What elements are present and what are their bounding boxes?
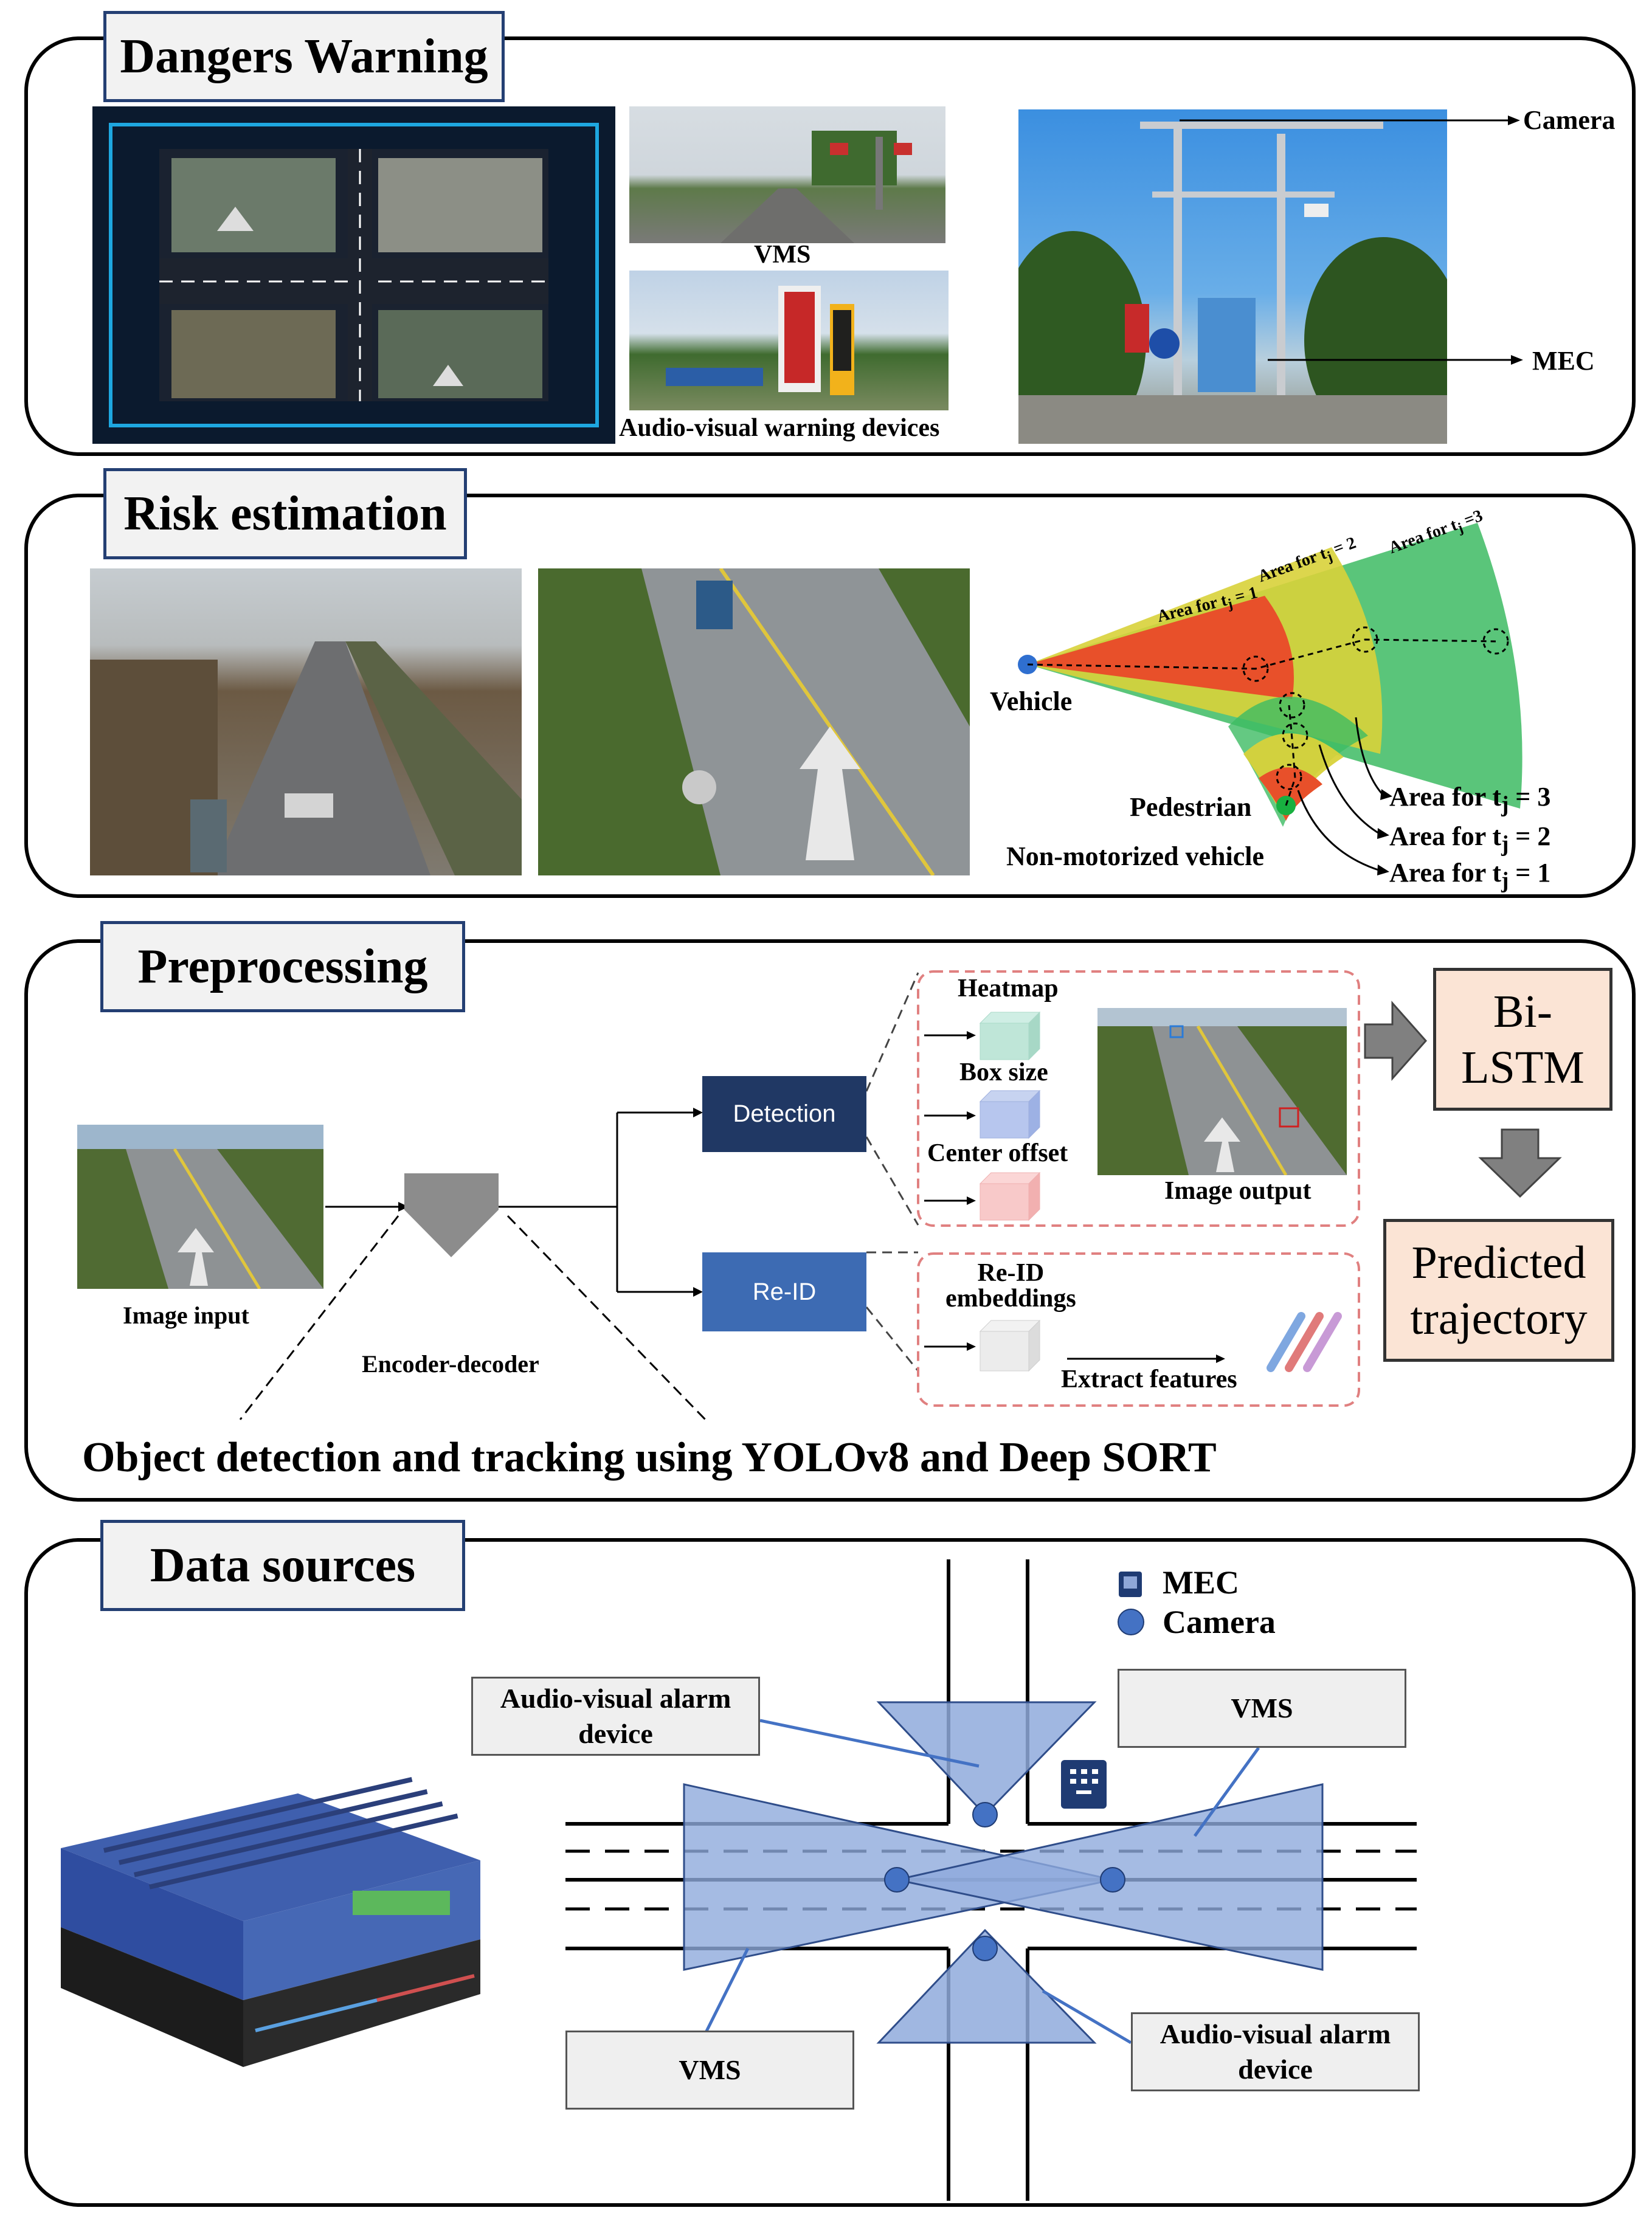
image-input-photo bbox=[77, 1125, 323, 1289]
area-t1-label: Area for tj = 1 bbox=[1389, 858, 1551, 892]
preprocessing-title: Preprocessing bbox=[100, 921, 465, 1012]
area-t2-label: Area for tj = 2 bbox=[1389, 821, 1551, 856]
vms-top-callout: VMS bbox=[1118, 1669, 1406, 1748]
center-offset-label: Center offset bbox=[927, 1139, 1068, 1167]
roadside-photo-drawing bbox=[641, 568, 970, 875]
pole-photo-drawing bbox=[1018, 122, 1447, 444]
monitoring-dashboard-image bbox=[92, 106, 615, 444]
legend-camera-label: Camera bbox=[1163, 1604, 1276, 1640]
mec-label: MEC bbox=[1532, 346, 1595, 376]
box-size-label: Box size bbox=[959, 1058, 1048, 1086]
vms-label: VMS bbox=[754, 241, 811, 269]
area-t3-label: Area for tj = 3 bbox=[1389, 782, 1551, 816]
audio-visual-devices-photo bbox=[629, 271, 949, 410]
bilstm-box: Bi-LSTM bbox=[1433, 968, 1612, 1111]
vms-bottom-callout: VMS bbox=[565, 2031, 854, 2110]
legend-mec-label: MEC bbox=[1163, 1564, 1239, 1601]
roadside-camera-photo bbox=[538, 568, 970, 875]
extract-features-label: Extract features bbox=[1061, 1365, 1237, 1393]
image-input-label: Image input bbox=[123, 1302, 249, 1329]
image-input-drawing bbox=[77, 1125, 323, 1289]
highway-camera-photo bbox=[90, 568, 522, 875]
encoder-decoder-label: Encoder-decoder bbox=[362, 1350, 539, 1378]
reid-block: Re-ID bbox=[702, 1252, 866, 1331]
dangers-warning-title: Dangers Warning bbox=[103, 11, 505, 102]
dashboard-drawing bbox=[109, 123, 599, 427]
vms-photo bbox=[629, 106, 945, 243]
av-warning-label: Audio-visual warning devices bbox=[619, 414, 940, 442]
non-motorized-label: Non-motorized vehicle bbox=[1006, 841, 1264, 871]
camera-mec-pole-photo bbox=[1018, 109, 1447, 444]
pedestrian-label: Pedestrian bbox=[1130, 792, 1252, 822]
heatmap-label: Heatmap bbox=[958, 975, 1059, 1003]
data-sources-title: Data sources bbox=[100, 1520, 465, 1611]
risk-estimation-title: Risk estimation bbox=[103, 468, 467, 559]
detection-block: Detection bbox=[702, 1076, 866, 1152]
image-output-label: Image output bbox=[1164, 1177, 1312, 1205]
vehicle-label: Vehicle bbox=[990, 686, 1073, 716]
camera-label: Camera bbox=[1523, 105, 1616, 135]
av-photo-drawing bbox=[666, 286, 854, 395]
highway-photo-drawing bbox=[90, 641, 522, 875]
image-output-drawing bbox=[1097, 1008, 1347, 1175]
vms-photo-drawing bbox=[721, 131, 912, 243]
tracking-caption: Object detection and tracking using YOLO… bbox=[82, 1434, 1217, 1481]
image-output-photo bbox=[1097, 1008, 1347, 1175]
